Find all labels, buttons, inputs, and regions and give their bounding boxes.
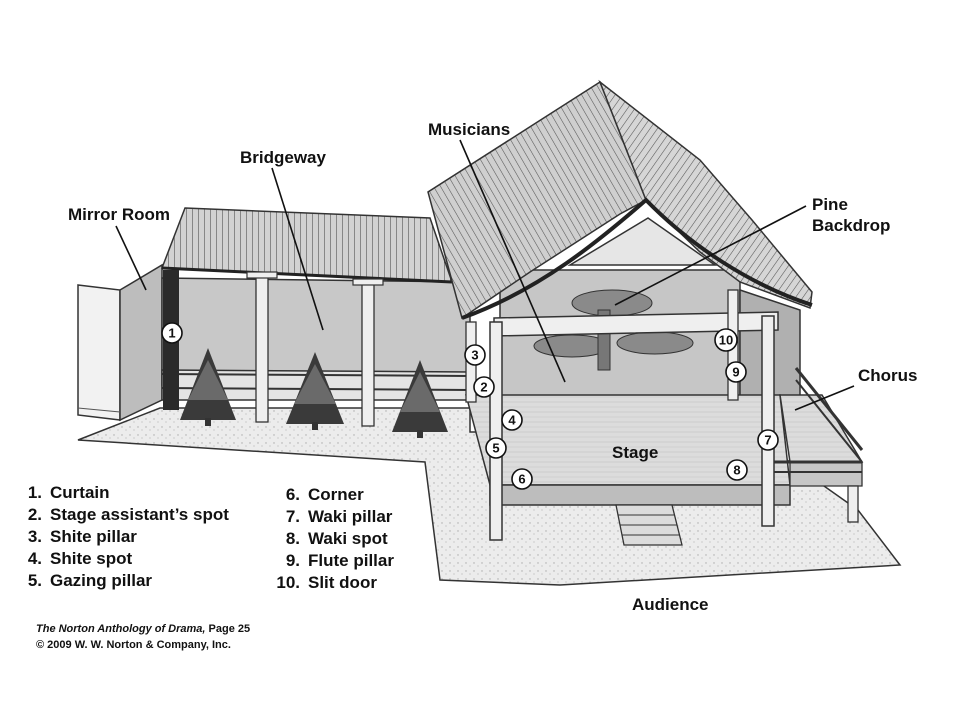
credit-copyright: © 2009 W. W. Norton & Company, Inc. <box>36 639 231 651</box>
chorus-railing-b <box>795 379 863 463</box>
legend-item: 7.Waki pillar <box>285 507 393 526</box>
legend-item: 2.Stage assistant’s spot <box>27 505 229 524</box>
leader-bridgeway <box>271 167 324 331</box>
label-pine: Pine <box>812 195 848 214</box>
chorus-platform <box>779 394 864 463</box>
marker-4: 4 <box>501 409 523 431</box>
svg-text:3: 3 <box>471 348 478 363</box>
legend-right-column: 6.Corner 7.Waki pillar 8.Waki spot 9.Flu… <box>270 484 394 594</box>
shite-pillar <box>489 321 503 541</box>
bridgeway-pillar-b <box>255 273 269 423</box>
legend-item: 10.Slit door <box>276 573 377 592</box>
marker-7: 7 <box>757 429 779 451</box>
legend-item: 4.Shite spot <box>27 549 133 568</box>
label-chorus: Chorus <box>858 366 918 385</box>
svg-text:1: 1 <box>168 326 175 341</box>
credit-page: Page 25 <box>205 623 251 635</box>
svg-text:2: 2 <box>480 380 487 395</box>
chorus-post <box>847 485 859 523</box>
marker-10: 10 <box>714 328 738 352</box>
label-mirror-room: Mirror Room <box>68 205 170 224</box>
label-backdrop: Backdrop <box>812 216 890 235</box>
pine-tree-3 <box>392 360 448 438</box>
svg-text:10: 10 <box>719 333 733 348</box>
marker-9: 9 <box>725 361 747 383</box>
pine-tree-2 <box>286 352 344 430</box>
svg-text:4: 4 <box>508 413 516 428</box>
label-audience: Audience <box>632 595 709 614</box>
bridgeway-pillar-cap-c <box>352 278 384 286</box>
legend-left-column: 1.Curtain 2.Stage assistant’s spot 3.Shi… <box>22 482 229 592</box>
bridgeway-pillar-c <box>361 279 375 427</box>
source-credit: The Norton Anthology of Drama, Page 25 ©… <box>36 621 250 653</box>
credit-title: The Norton Anthology of Drama, <box>36 623 206 635</box>
mirror-room-front-wall <box>77 284 121 421</box>
stage-gable <box>567 217 718 266</box>
leader-mirror-room <box>115 225 147 291</box>
legend-item: 5.Gazing pillar <box>27 571 153 590</box>
label-bridgeway: Bridgeway <box>240 148 327 167</box>
marker-8: 8 <box>726 459 748 481</box>
svg-text:6: 6 <box>518 472 525 487</box>
legend-item: 8.Waki spot <box>285 529 388 548</box>
chorus-railing-a <box>794 367 864 451</box>
pine-tree-1 <box>180 348 236 426</box>
marker-1: 1 <box>161 322 183 344</box>
front-steps <box>615 504 683 546</box>
legend-item: 6.Corner <box>285 485 364 504</box>
svg-text:9: 9 <box>732 365 739 380</box>
mirror-room-base-line <box>77 407 121 413</box>
legend-item: 3.Shite pillar <box>27 527 137 546</box>
legend-item: 9.Flute pillar <box>285 551 394 570</box>
leader-musicians <box>459 139 566 383</box>
bridgeway-pillar-cap-b <box>246 271 278 279</box>
svg-text:7: 7 <box>764 433 771 448</box>
waki-pillar <box>761 315 775 527</box>
label-stage: Stage <box>612 443 658 462</box>
svg-text:8: 8 <box>733 463 740 478</box>
main-roof-front-edge <box>461 197 813 320</box>
mirror-room-side-wall <box>119 263 163 422</box>
bridgeway-eave <box>161 266 453 284</box>
chorus-platform-front <box>789 461 863 487</box>
marker-2: 2 <box>473 376 495 398</box>
legend-item: 1.Curtain <box>27 483 110 502</box>
leader-pine-backdrop <box>614 205 807 306</box>
leader-chorus <box>794 385 855 411</box>
marker-6: 6 <box>511 468 533 490</box>
svg-text:5: 5 <box>492 441 499 456</box>
label-musicians: Musicians <box>428 120 510 139</box>
marker-3: 3 <box>464 344 486 366</box>
marker-5: 5 <box>485 437 507 459</box>
stage-floor-front <box>489 484 791 506</box>
